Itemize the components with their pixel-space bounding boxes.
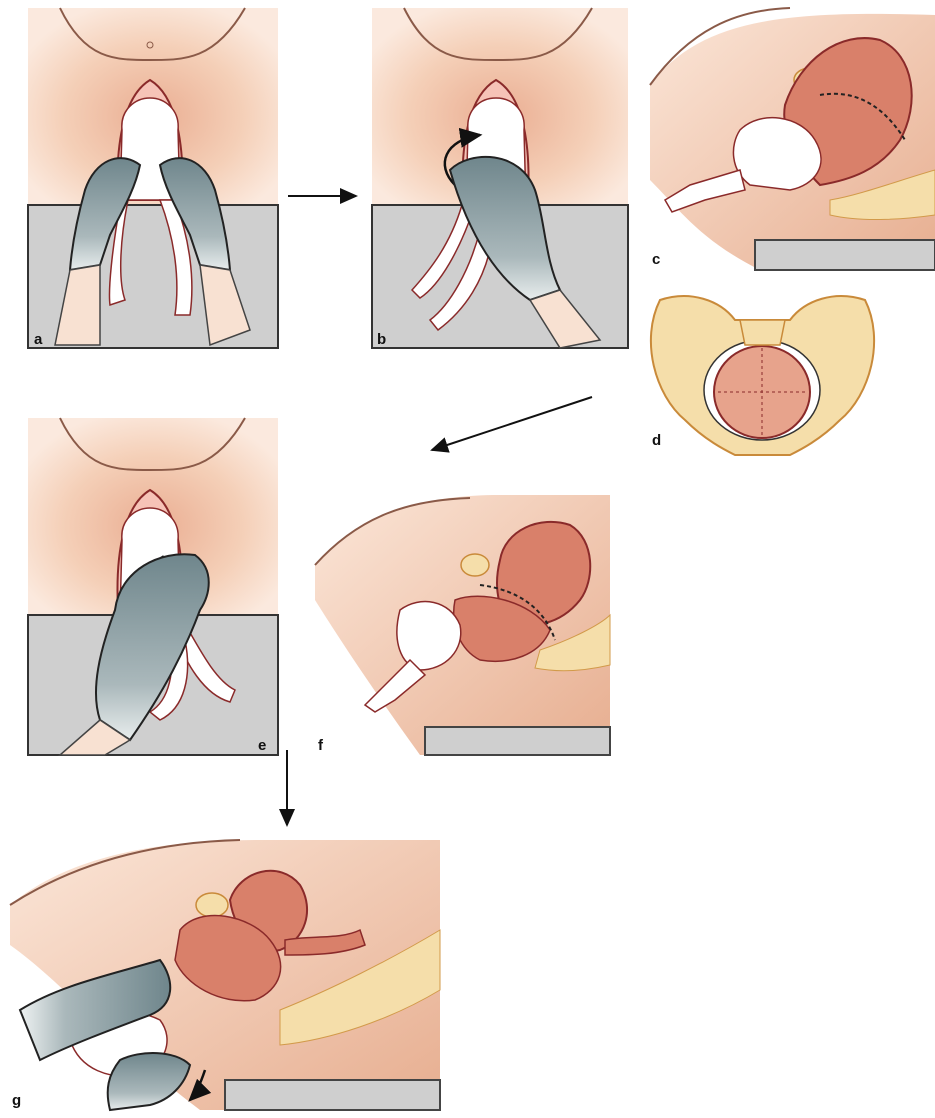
panel-label-c: c — [652, 251, 660, 268]
panel-label-b: b — [377, 331, 386, 348]
panel-d: d — [651, 296, 874, 455]
panel-e: e — [28, 418, 278, 755]
panel-label-d: d — [652, 432, 661, 449]
panel-label-e: e — [258, 737, 266, 754]
panel-g: g — [10, 840, 440, 1110]
panel-a: a — [28, 8, 278, 348]
panel-label-f: f — [318, 737, 324, 754]
arrow-d-to-e — [432, 397, 592, 450]
panel-c: c — [650, 8, 935, 270]
panel-f: f — [315, 495, 610, 755]
panel-label-g: g — [12, 1092, 21, 1109]
panel-label-a: a — [34, 331, 43, 348]
panel-b: b — [372, 8, 628, 348]
